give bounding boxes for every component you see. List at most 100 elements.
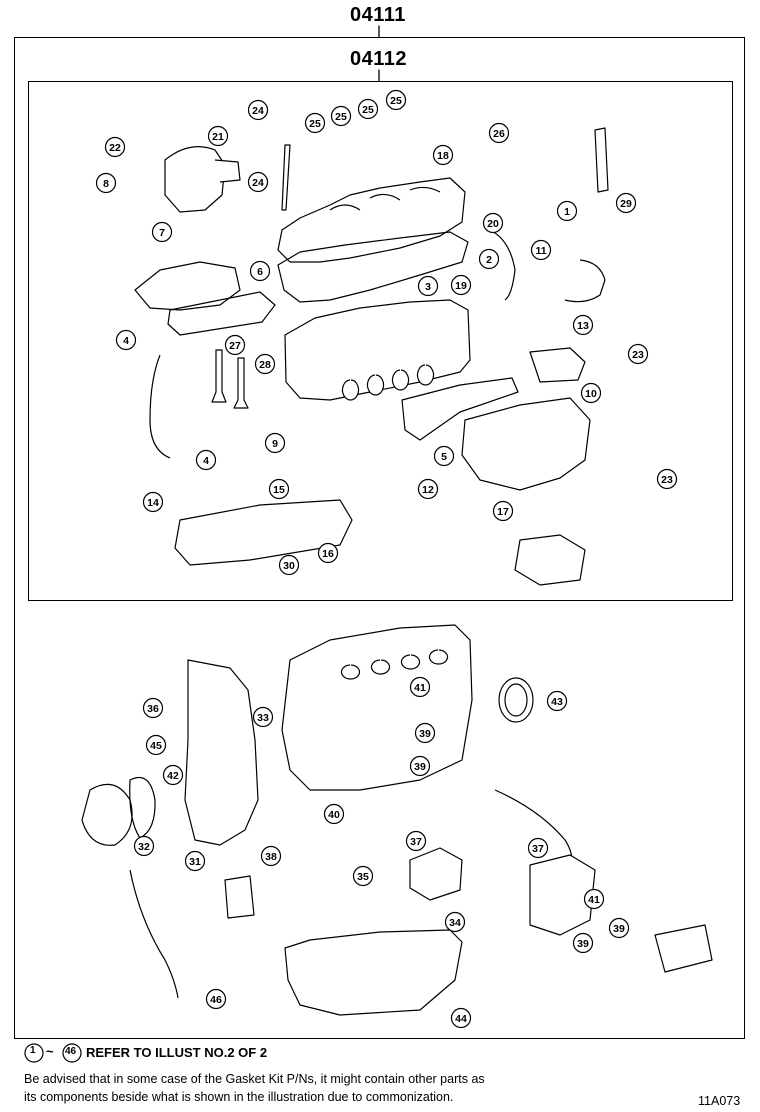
callout-number: 20	[487, 218, 499, 230]
callout-circle	[433, 445, 455, 467]
callout-circle	[385, 89, 407, 111]
callout-19: 19	[450, 274, 472, 296]
callout-40: 40	[323, 803, 345, 825]
callout-25: 25	[385, 89, 407, 111]
callout-circle	[357, 98, 379, 120]
callout-20: 20	[482, 212, 504, 234]
callout-number: 30	[283, 560, 295, 572]
callout-25: 25	[304, 112, 326, 134]
callout-circle	[304, 112, 326, 134]
callout-circle	[247, 99, 269, 121]
callout-35: 35	[352, 865, 374, 887]
callout-number: 37	[410, 836, 422, 848]
ref-tilde: ~	[46, 1044, 54, 1059]
callout-circle	[104, 136, 126, 158]
callout-number: 39	[613, 923, 625, 935]
callout-circle	[546, 690, 568, 712]
callout-number: 24	[252, 177, 264, 189]
outer-kit-code: 04111	[350, 4, 406, 26]
callout-5: 5	[433, 445, 455, 467]
callout-38: 38	[260, 845, 282, 867]
callout-43: 43	[546, 690, 568, 712]
callout-number: 41	[414, 682, 426, 694]
callout-number: 13	[577, 320, 589, 332]
callout-27: 27	[224, 334, 246, 356]
callout-circle	[247, 171, 269, 193]
callout-circle	[417, 275, 439, 297]
callout-circle	[323, 803, 345, 825]
callout-number: 6	[257, 266, 263, 278]
callout-29: 29	[615, 192, 637, 214]
callout-circle	[249, 260, 271, 282]
callout-41: 41	[583, 888, 605, 910]
callout-circle	[352, 865, 374, 887]
callout-number: 35	[357, 871, 369, 883]
callout-circle	[224, 334, 246, 356]
callout-4: 4	[115, 329, 137, 351]
callout-number: 25	[390, 95, 402, 107]
callout-18: 18	[432, 144, 454, 166]
callout-25: 25	[357, 98, 379, 120]
callout-circle	[615, 192, 637, 214]
callout-37: 37	[405, 830, 427, 852]
callout-13: 13	[572, 314, 594, 336]
callout-circle	[432, 144, 454, 166]
callout-number: 36	[147, 703, 159, 715]
callout-circle	[492, 500, 514, 522]
callout-circle	[142, 491, 164, 513]
callout-circle	[530, 239, 552, 261]
callout-24: 24	[247, 99, 269, 121]
callout-circle	[414, 722, 436, 744]
callout-circle	[488, 122, 510, 144]
callout-number: 25	[309, 118, 321, 130]
callout-number: 22	[109, 142, 121, 154]
callout-circle	[162, 764, 184, 786]
callout-number: 23	[632, 349, 644, 361]
callout-1: 1	[556, 200, 578, 222]
callout-42: 42	[162, 764, 184, 786]
callout-10: 10	[580, 382, 602, 404]
callout-30: 30	[278, 554, 300, 576]
callout-number: 41	[588, 894, 600, 906]
callout-26: 26	[488, 122, 510, 144]
callout-circle	[417, 478, 439, 500]
callout-number: 4	[203, 455, 209, 467]
illustration-code: 11A073	[698, 1094, 741, 1108]
callout-number: 12	[422, 484, 434, 496]
callout-number: 25	[335, 111, 347, 123]
callout-number: 2	[486, 254, 492, 266]
callout-32: 32	[133, 835, 155, 857]
callout-34: 34	[444, 911, 466, 933]
callout-circle	[608, 917, 630, 939]
callout-number: 33	[257, 712, 269, 724]
callout-circle	[151, 221, 173, 243]
callout-number: 29	[620, 198, 632, 210]
callout-12: 12	[417, 478, 439, 500]
callout-circle	[115, 329, 137, 351]
callout-number: 28	[259, 359, 271, 371]
callout-7: 7	[151, 221, 173, 243]
callout-number: 39	[577, 938, 589, 950]
callout-number: 15	[273, 484, 285, 496]
callout-circle	[627, 343, 649, 365]
callout-circle	[133, 835, 155, 857]
callout-14: 14	[142, 491, 164, 513]
callout-circle	[656, 468, 678, 490]
callout-number: 23	[661, 474, 673, 486]
callout-circle	[207, 125, 229, 147]
callout-16: 16	[317, 542, 339, 564]
callout-21: 21	[207, 125, 229, 147]
callout-9: 9	[264, 432, 286, 454]
callout-circle	[317, 542, 339, 564]
callout-36: 36	[142, 697, 164, 719]
callout-circle	[478, 248, 500, 270]
callout-39: 39	[608, 917, 630, 939]
callout-number: 1	[564, 206, 570, 218]
callout-46: 46	[205, 988, 227, 1010]
callout-23: 23	[656, 468, 678, 490]
commonization-note-line2: its components beside what is shown in t…	[24, 1090, 454, 1104]
callout-circle	[268, 478, 290, 500]
callout-number: 25	[362, 104, 374, 116]
callout-number: 17	[497, 506, 509, 518]
